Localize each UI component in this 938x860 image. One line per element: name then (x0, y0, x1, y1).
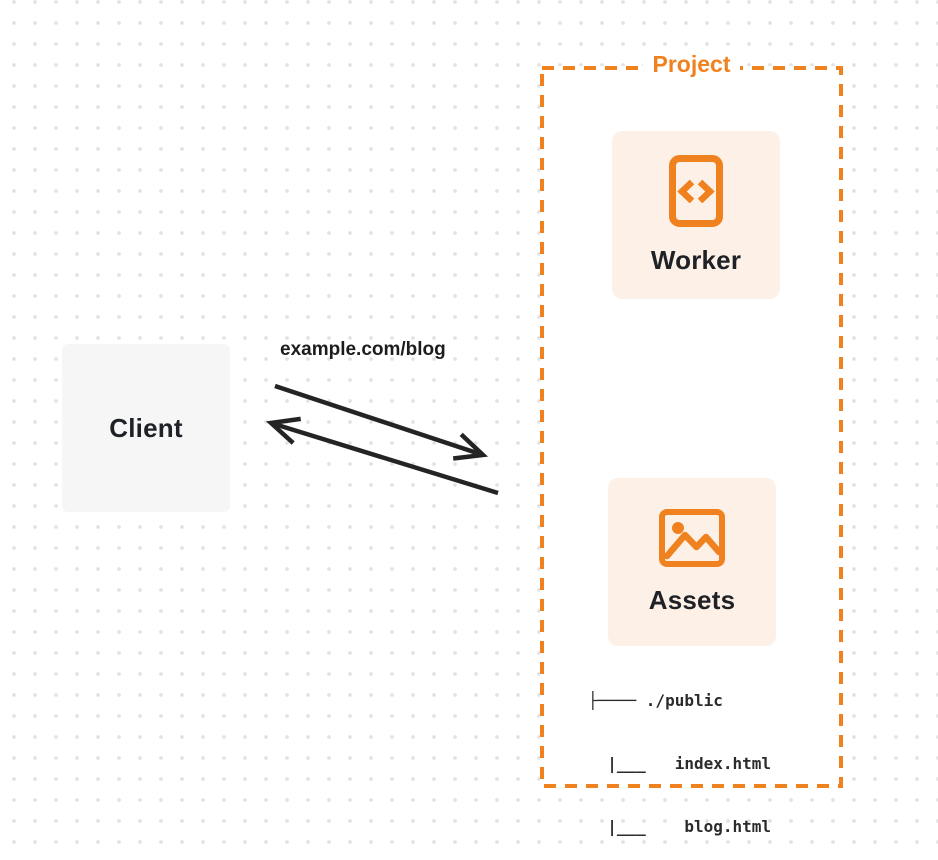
request-arrowhead-icon (452, 432, 489, 461)
code-file-icon (669, 154, 723, 227)
response-arrow-line (270, 420, 499, 496)
file-tree-line: |___ blog.html (588, 817, 772, 836)
image-icon (659, 508, 725, 567)
client-node: Client (62, 344, 230, 512)
file-tree-line: ├──── ./public (588, 691, 723, 710)
request-url-label: example.com/blog (280, 339, 446, 360)
worker-node: Worker (612, 131, 780, 299)
response-arrowhead-icon (265, 416, 302, 445)
assets-node: Assets (608, 478, 776, 646)
project-title: Project (642, 51, 741, 78)
request-arrow-line (274, 383, 484, 458)
assets-file-tree: ├──── ./public |___ index.html |___ blog… (588, 648, 771, 860)
project-container: Project Worker Assets ├──── ./public |__… (540, 51, 843, 836)
assets-label: Assets (648, 584, 736, 615)
worker-label: Worker (650, 244, 742, 275)
client-label: Client (109, 412, 183, 443)
file-tree-line: |___ index.html (588, 754, 772, 773)
